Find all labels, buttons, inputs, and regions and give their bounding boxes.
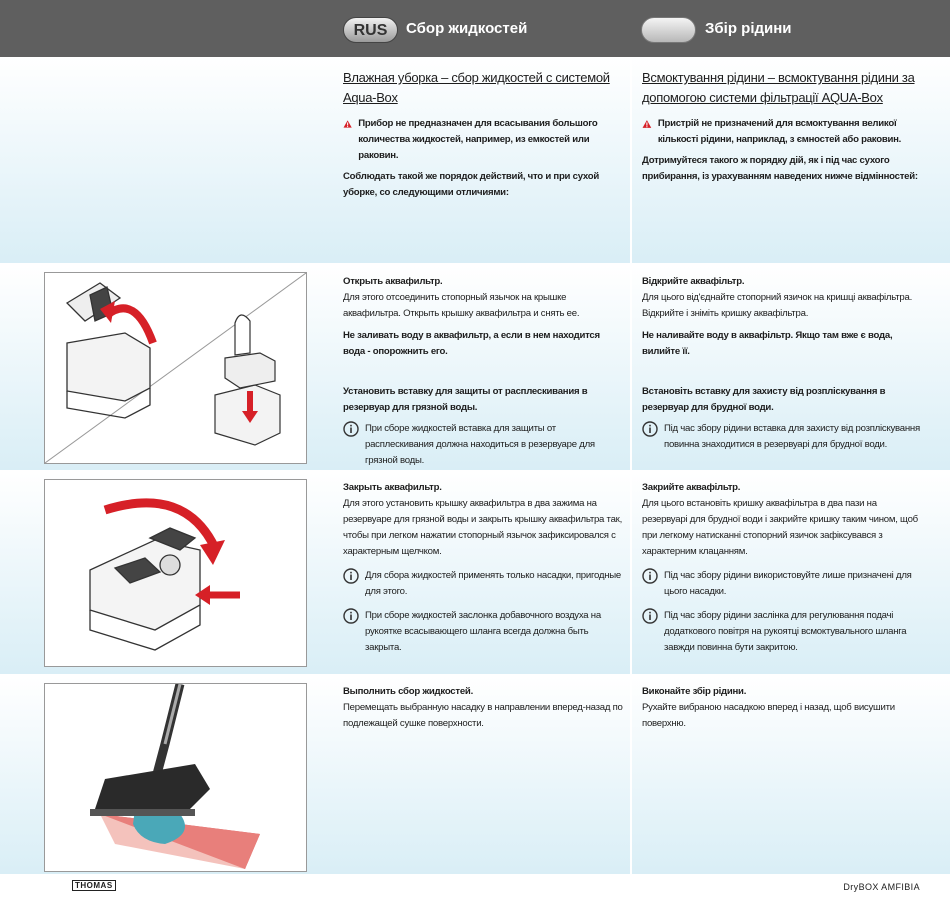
- info-icon: [343, 421, 359, 437]
- step1-ru: Открыть аквафильтр. Для этого отсоединит…: [343, 276, 600, 466]
- step1-ua: Відкрийте аквафільтр. Для цього від'єдна…: [642, 276, 920, 450]
- model-name: DryBOX AMFIBIA: [843, 882, 920, 892]
- warning-icon: [642, 120, 652, 128]
- wet-nozzle: [95, 764, 210, 809]
- close-arrow: [103, 498, 220, 551]
- thomas-logo: THOMAS: [72, 880, 116, 891]
- intro-ua-title: Всмоктування рідини – всмоктування рідин…: [642, 70, 915, 105]
- info-icon: [343, 568, 359, 584]
- header-bar: [0, 0, 950, 57]
- step2-ua: Закрийте аквафільтр. Для цього встановіт…: [642, 482, 918, 653]
- info-icon: [642, 568, 658, 584]
- rus-section-title: Сбор жидкостей: [406, 20, 528, 37]
- step3-ru: Выполнить сбор жидкостей. Перемещать выб…: [343, 686, 623, 729]
- aquafilter-box-closed: [89, 527, 201, 651]
- intro-panel: [0, 57, 950, 263]
- aquafilter-box-open: [65, 282, 151, 419]
- splash-insert-box: [214, 314, 281, 446]
- ua-language-badge: [641, 17, 696, 43]
- close-aquafilter-illustration: [44, 479, 307, 667]
- intro-ua-text: Дотримуйтеся такого ж порядку дій, як і …: [642, 155, 918, 182]
- info-icon: [343, 608, 359, 624]
- intro-ru: Влажная уборка – сбор жидкостей с систем…: [343, 68, 623, 201]
- info-icon: [642, 608, 658, 624]
- intro-ua: Всмоктування рідини – всмоктування рідин…: [642, 68, 922, 185]
- liquid-pickup-illustration: [44, 682, 307, 872]
- column-divider: [630, 57, 632, 874]
- intro-ru-text: Соблюдать такой же порядок действий, что…: [343, 171, 600, 198]
- info-icon: [642, 421, 658, 437]
- intro-ru-warning: Прибор не предназначен для всасывания бо…: [343, 116, 623, 164]
- step2-ru: Закрыть аквафильтр. Для этого установить…: [343, 482, 623, 653]
- open-aquafilter-illustration: [44, 272, 307, 464]
- intro-ru-title: Влажная уборка – сбор жидкостей с систем…: [343, 70, 610, 105]
- ua-section-title: Збір рідини: [705, 20, 792, 37]
- step3-ua: Виконайте збір рідини. Рухайте вибраною …: [642, 686, 895, 729]
- rus-language-badge: RUS: [343, 17, 398, 43]
- warning-icon: [343, 120, 352, 128]
- intro-ua-warning: Пристрій не призначений для всмоктування…: [642, 116, 922, 148]
